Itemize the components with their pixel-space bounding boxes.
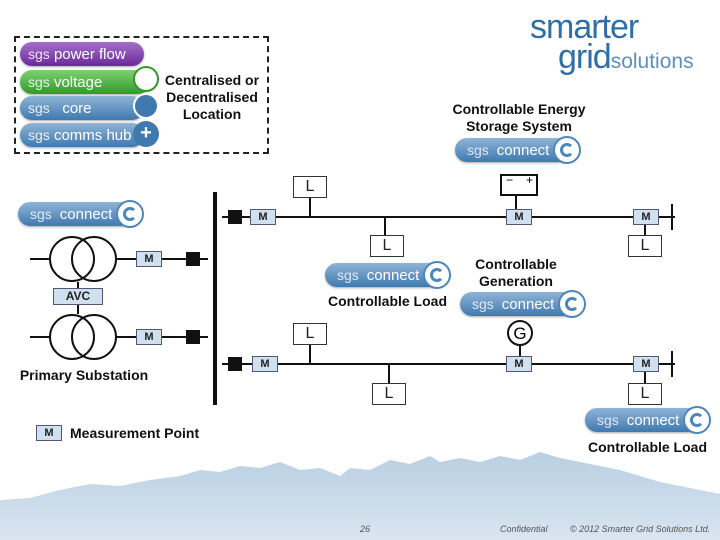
measurement-point-label: Measurement Point [70,425,200,441]
measurement-point: M [506,209,532,225]
comms-hub-icon: + [133,121,159,147]
location-label: Centralised or Decentralised Location [164,72,260,122]
core-icon [133,93,159,119]
load-box: L [372,383,406,405]
battery-icon: − + [500,173,538,196]
generation-label: Controllable Generation [475,256,557,289]
connect-swirl-icon [553,136,581,164]
pill-voltage: sgs voltage [20,70,150,94]
logo-line1: smarter [530,8,639,46]
storage-label: Controllable Energy Storage System [452,101,586,134]
legend-measurement-symbol: M [36,425,62,441]
load-box: L [628,235,662,257]
primary-substation-label: Primary Substation [19,367,149,383]
avc-box: AVC [53,288,103,305]
measurement-point: M [506,356,532,372]
pill-core: sgs core [20,96,144,120]
breaker-top [228,210,242,224]
logo-line2b: solutions [610,50,694,73]
load-label-1: Controllable Load [328,293,447,309]
page-number: 26 [360,524,371,534]
pill-power-flow: sgs power flow [20,42,144,66]
breaker-t2 [186,330,200,344]
breaker-bottom [228,357,242,371]
load-box: L [628,383,662,405]
confidential-label: Confidential [500,524,548,534]
sgs-modules-box [14,36,269,154]
voltage-meter-icon [133,66,159,92]
measurement-point: M [250,209,276,225]
pill-comms-hub: sgs comms hub [20,123,144,147]
company-logo: smarter gridsolutions [530,8,715,78]
load-label-2: Controllable Load [588,439,707,455]
logo-line2a: grid [558,38,612,76]
connect-swirl-icon [423,261,451,289]
generator-icon: G [507,320,533,346]
measurement-point: M [136,251,162,267]
measurement-point: M [633,209,659,225]
connect-swirl-icon [558,290,586,318]
connect-swirl-icon [683,406,711,434]
load-box: L [370,235,404,257]
copyright-label: © 2012 Smarter Grid Solutions Ltd. [570,524,711,534]
load-box: L [293,176,327,198]
measurement-point: M [252,356,278,372]
connect-swirl-icon [116,200,144,228]
measurement-point: M [136,329,162,345]
load-box: L [293,323,327,345]
measurement-point: M [633,356,659,372]
breaker-t1 [186,252,200,266]
